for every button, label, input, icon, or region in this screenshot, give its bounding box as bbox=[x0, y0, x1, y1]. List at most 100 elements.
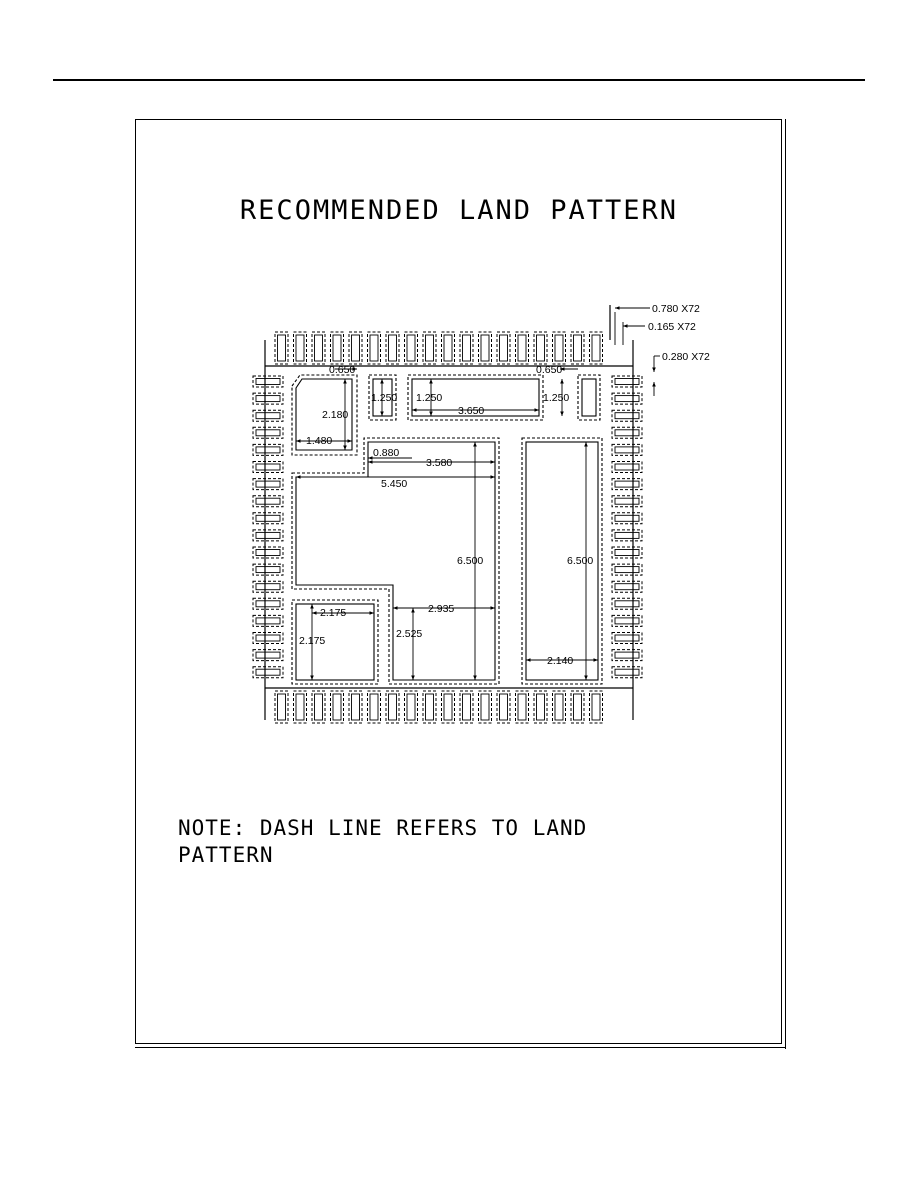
lead-outline bbox=[255, 549, 281, 556]
lead-outline bbox=[536, 693, 545, 721]
land-pad bbox=[611, 614, 643, 627]
dim-1250-b: 1.250 bbox=[416, 392, 442, 404]
land-pad bbox=[496, 331, 511, 365]
land-pad bbox=[611, 392, 643, 405]
lead-outline bbox=[425, 693, 434, 721]
land-pad bbox=[611, 443, 643, 456]
dim-1480: 1.480 bbox=[306, 435, 332, 447]
land-pad bbox=[293, 690, 307, 724]
lead-outline bbox=[480, 334, 490, 362]
land-pad bbox=[589, 690, 603, 724]
land-pad bbox=[611, 512, 643, 525]
lead-outline bbox=[255, 514, 281, 522]
lead-outline bbox=[314, 693, 323, 721]
lead-outline bbox=[255, 463, 281, 471]
lead-outline bbox=[255, 378, 281, 385]
lead-outline bbox=[332, 334, 342, 362]
lead-outline bbox=[591, 334, 601, 362]
lead-outline bbox=[255, 412, 281, 420]
land-pad bbox=[404, 690, 418, 724]
land-pad bbox=[478, 331, 492, 365]
land-pad bbox=[367, 690, 381, 724]
dim-2935: 2.935 bbox=[428, 603, 454, 615]
land-pad bbox=[441, 331, 455, 365]
lead-outline bbox=[255, 566, 281, 574]
frame-edge-right bbox=[785, 119, 786, 1049]
lead-outline bbox=[517, 693, 527, 721]
land-pad bbox=[533, 690, 548, 724]
lead-outline bbox=[462, 693, 471, 721]
lead-outline bbox=[255, 634, 281, 642]
dim-2175-v: 2.175 bbox=[299, 635, 325, 647]
lead-outline bbox=[614, 668, 640, 676]
lead-outline bbox=[614, 634, 640, 642]
lead-outline bbox=[425, 334, 434, 362]
dim-2140: 2.140 bbox=[547, 655, 573, 667]
land-pad bbox=[252, 632, 284, 644]
land-pad bbox=[367, 331, 381, 365]
lead-outline bbox=[255, 446, 281, 454]
package-outline bbox=[264, 305, 634, 720]
land-pad bbox=[515, 331, 529, 365]
land-pad bbox=[552, 331, 566, 365]
land-pad bbox=[252, 495, 284, 508]
dim-6500-right: 6.500 bbox=[567, 555, 593, 567]
callout-pad-length: 0.780 X72 bbox=[652, 303, 700, 315]
lead-outline bbox=[406, 334, 416, 362]
land-pad bbox=[459, 331, 474, 365]
lead-outline bbox=[351, 334, 360, 362]
land-pad bbox=[589, 331, 603, 365]
lead-outline bbox=[614, 395, 640, 403]
dim-2525: 2.525 bbox=[396, 628, 422, 640]
land-pad bbox=[252, 529, 284, 542]
land-pad bbox=[611, 597, 643, 610]
land-pad bbox=[385, 331, 400, 365]
land-pad bbox=[330, 690, 344, 724]
land-pad bbox=[252, 375, 284, 388]
land-pad bbox=[459, 690, 474, 724]
land-pad bbox=[385, 690, 400, 724]
land-pad bbox=[611, 529, 643, 542]
land-pad bbox=[293, 331, 307, 365]
land-pad bbox=[611, 580, 643, 593]
lead-outline bbox=[614, 617, 640, 625]
lead-outline bbox=[614, 531, 640, 539]
lead-outline bbox=[499, 334, 508, 362]
lead-outline bbox=[295, 693, 305, 721]
land-pad bbox=[252, 478, 284, 491]
dim-0880: 0.880 bbox=[373, 447, 399, 459]
lead-outline bbox=[614, 583, 640, 591]
land-right-tall bbox=[521, 437, 603, 685]
land-pad bbox=[252, 597, 284, 610]
lead-outline bbox=[573, 334, 582, 362]
lead-outline bbox=[614, 463, 640, 471]
lead-outline bbox=[614, 446, 640, 454]
lead-outline bbox=[332, 693, 342, 721]
land-pad bbox=[611, 546, 643, 559]
lead-outline bbox=[591, 693, 601, 721]
pads-bottom bbox=[274, 690, 603, 724]
lead-outline bbox=[614, 566, 640, 574]
pads-left bbox=[252, 375, 284, 679]
callout-pad-width: 0.165 X72 bbox=[648, 321, 696, 333]
lead-outline bbox=[614, 429, 640, 437]
land-pad bbox=[311, 331, 326, 365]
land-pad bbox=[611, 563, 643, 576]
lead-outline bbox=[406, 693, 416, 721]
land-pad bbox=[611, 649, 643, 662]
drawing-note: NOTE: DASH LINE REFERS TO LAND PATTERN bbox=[178, 816, 588, 867]
callout-pad-pitch: 0.280 X72 bbox=[662, 351, 710, 363]
land-pad bbox=[404, 331, 418, 365]
dim-0650-right: 0.650 bbox=[536, 364, 562, 376]
land-pad bbox=[570, 331, 585, 365]
dim-3650: 3.650 bbox=[458, 405, 484, 417]
land-bottom-left bbox=[291, 599, 379, 685]
lead-outline bbox=[499, 693, 508, 721]
lead-outline bbox=[369, 693, 379, 721]
land-pad bbox=[252, 392, 284, 405]
dim-2180: 2.180 bbox=[322, 409, 348, 421]
lead-outline bbox=[554, 334, 564, 362]
land-pad bbox=[441, 690, 455, 724]
lead-outline bbox=[277, 334, 286, 362]
